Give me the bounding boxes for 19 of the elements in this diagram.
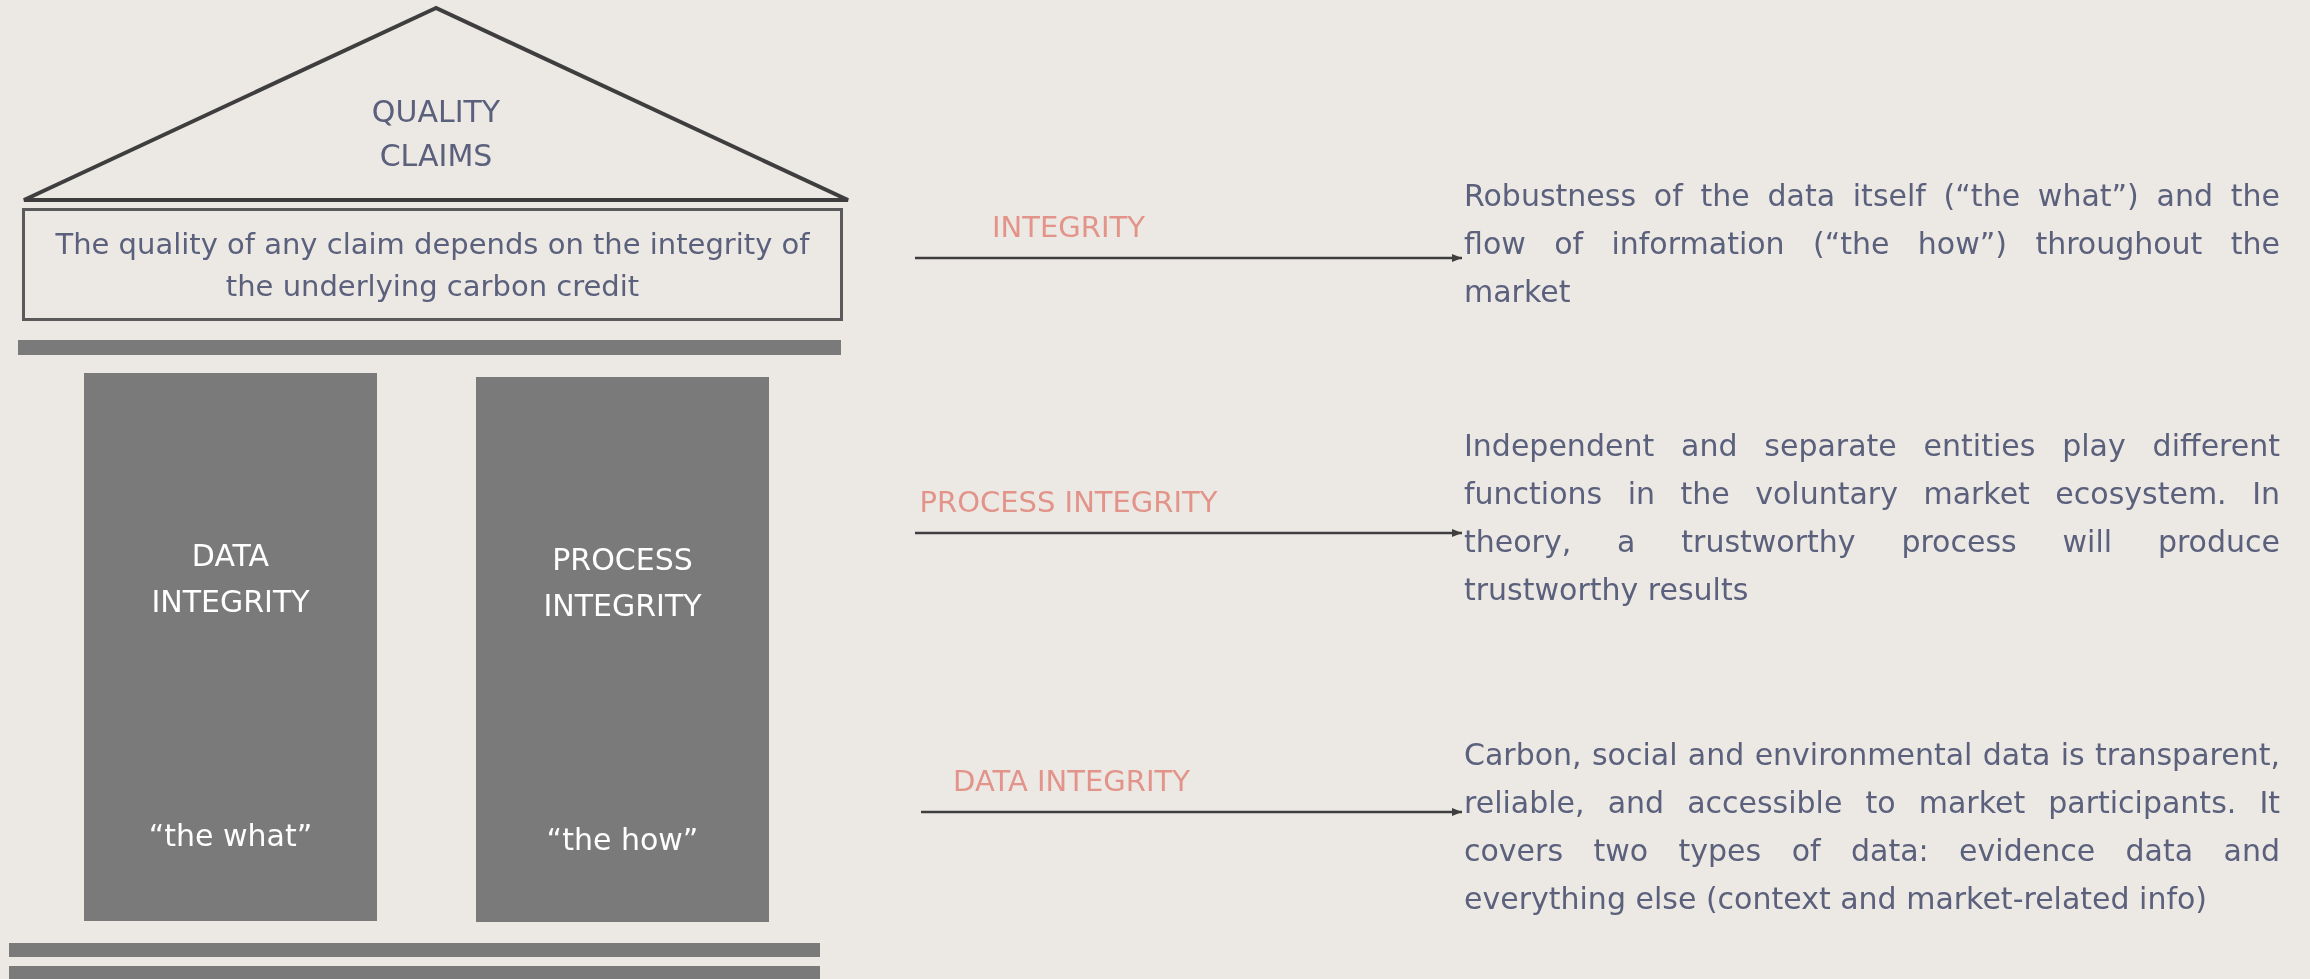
- description-text: Carbon, social and environmental data is transparent, reliable, and accessible to market participants. It covers two types of data: evidence data and everything else (context and market-related info): [1464, 731, 2280, 979]
- pillar-title: DATA INTEGRITY: [150, 537, 311, 621]
- arrow: [921, 808, 1462, 816]
- roof-title: QUALITY CLAIMS: [370, 93, 502, 175]
- pillar: [476, 377, 769, 922]
- pillar-subtitle: “the what”: [147, 817, 314, 855]
- claim-text: The quality of any claim depends on the integrity of the underlying carbon credit: [54, 226, 811, 305]
- claim-box: [22, 208, 843, 321]
- roof-triangle: [22, 6, 850, 202]
- base-step: [9, 966, 820, 979]
- beam: [18, 340, 841, 355]
- pillar: [84, 373, 377, 921]
- pillar-title: PROCESS INTEGRITY: [542, 541, 703, 625]
- base-step: [9, 943, 820, 957]
- arrow: [915, 529, 1462, 537]
- description-text: Robustness of the data itself (“the what”) and the flow of information (“the how”) throughout the market: [1464, 172, 2280, 322]
- pillar-subtitle: “the how”: [545, 821, 700, 859]
- description-text: Independent and separate entities play different functions in the voluntary market ecosystem. In theory, a trustworthy process will produce trustworthy results: [1464, 422, 2280, 622]
- arrow: [915, 254, 1462, 262]
